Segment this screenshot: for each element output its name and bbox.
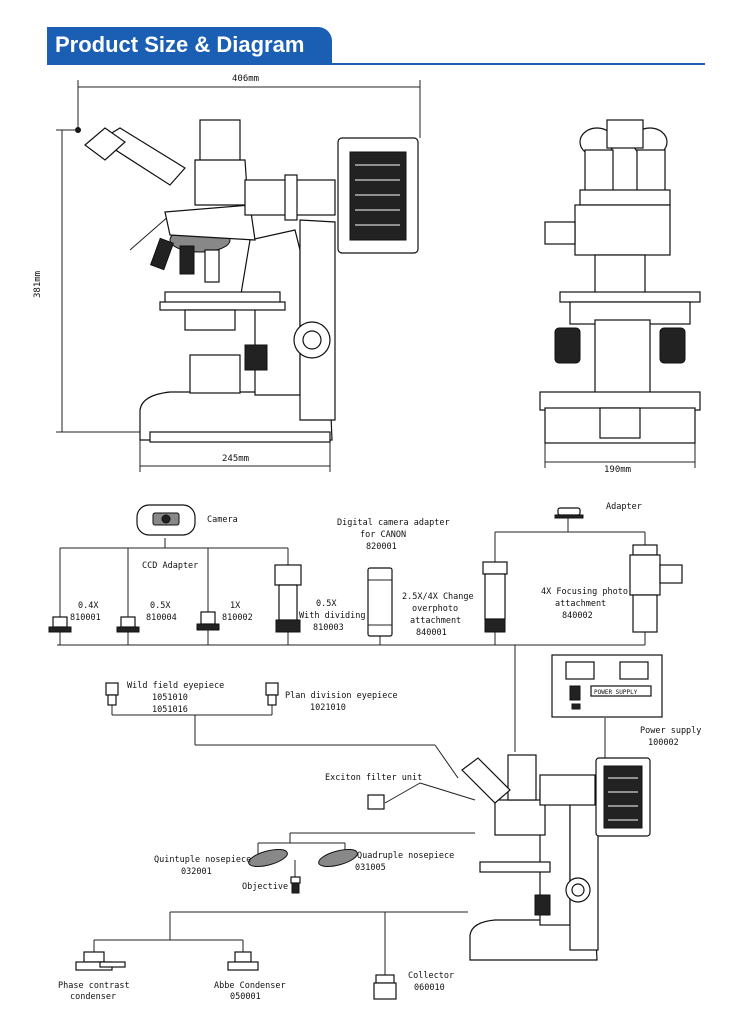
label-focus-1: 4X Focusing photo — [541, 587, 628, 597]
dim-height: 381mm — [33, 271, 43, 298]
adapter-1x-icon — [196, 611, 220, 631]
label-objective: Objective — [242, 882, 288, 892]
dim-width-top: 406mm — [232, 74, 259, 84]
label-quadruple: Quadruple nosepiece — [357, 851, 454, 861]
label-wild-field: Wild field eyepiece — [127, 681, 224, 691]
label-05x: 0.5X — [150, 601, 171, 611]
label-wild-code-2: 1051016 — [152, 705, 188, 715]
label-quintuple: Quintuple nosepiece — [154, 855, 251, 865]
page-title: Product Size & Diagram — [55, 32, 305, 57]
front-view-microscope — [539, 119, 701, 444]
dimension-lines — [56, 80, 696, 472]
phase-condenser-icon — [75, 951, 126, 971]
label-collector: Collector — [408, 971, 454, 981]
label-exciton: Exciton filter unit — [325, 773, 422, 783]
title-rule — [47, 63, 705, 65]
label-power-supply: Power supply — [640, 726, 701, 736]
label-adapter: Adapter — [606, 502, 642, 512]
label-collector-code: 060010 — [414, 983, 445, 993]
label-dc-adapter-1: Digital camera adapter — [337, 518, 450, 528]
wild-field-eyepiece-icon — [105, 682, 119, 706]
label-04x-code: 810001 — [70, 613, 101, 623]
adapter-04x-icon — [48, 616, 72, 633]
label-dc-adapter-code: 820001 — [366, 542, 397, 552]
collector-icon — [373, 974, 397, 1000]
connection-lines — [57, 518, 646, 975]
label-05x-code: 810004 — [146, 613, 177, 623]
side-view-microscope — [84, 119, 419, 443]
quadruple-nosepiece-icon — [318, 848, 358, 868]
adapter-05x-dividing-icon — [274, 564, 302, 633]
label-1x-code: 810002 — [222, 613, 253, 623]
label-abbe: Abbe Condenser — [214, 981, 286, 991]
label-05x-dividing-code: 810003 — [313, 623, 344, 633]
label-change-2: overphoto — [412, 604, 458, 614]
label-power-code: 100002 — [648, 738, 679, 748]
label-phase-2: condenser — [70, 992, 116, 1002]
adapter-05x-icon — [116, 616, 140, 633]
label-plan-division: Plan division eyepiece — [285, 691, 398, 701]
label-04x: 0.4X — [78, 601, 99, 611]
label-camera: Camera — [207, 515, 238, 525]
label-focus-2: attachment — [555, 599, 606, 609]
label-abbe-code: 050001 — [230, 992, 261, 1002]
adapter-icon — [554, 507, 584, 519]
focusing-attachment-icon — [629, 544, 683, 633]
plan-division-eyepiece-icon — [265, 682, 279, 706]
label-quintuple-code: 032001 — [181, 867, 212, 877]
power-panel-label: POWER SUPPLY — [594, 689, 638, 696]
label-focus-code: 840002 — [562, 611, 593, 621]
label-phase-1: Phase contrast — [58, 981, 130, 991]
quintuple-nosepiece-icon — [248, 848, 288, 868]
label-dc-adapter-2: for CANON — [360, 530, 406, 540]
change-attachment-icon — [482, 561, 508, 633]
label-05x-dividing-sub: With dividing — [299, 611, 366, 621]
dim-front-width: 190mm — [604, 465, 631, 475]
label-change-1: 2.5X/4X Change — [402, 592, 474, 602]
label-1x: 1X — [230, 601, 241, 611]
label-plan-code: 1021010 — [310, 703, 346, 713]
exciton-filter-icon — [367, 794, 385, 810]
title-banner: Product Size & Diagram — [47, 27, 332, 65]
label-wild-code-1: 1051010 — [152, 693, 188, 703]
digital-camera-adapter-icon — [367, 567, 393, 637]
lower-microscope — [461, 754, 651, 961]
label-quadruple-code: 031005 — [355, 863, 386, 873]
label-05x-dividing: 0.5X — [316, 599, 337, 609]
abbe-condenser-icon — [227, 951, 259, 971]
dim-base-width: 245mm — [222, 454, 249, 464]
power-supply-icon: POWER SUPPLY — [551, 654, 663, 718]
camera-icon — [136, 504, 196, 536]
label-change-code: 840001 — [416, 628, 447, 638]
label-ccd-adapter: CCD Adapter — [142, 561, 198, 571]
label-change-3: attachment — [410, 616, 461, 626]
objective-icon — [290, 876, 301, 894]
